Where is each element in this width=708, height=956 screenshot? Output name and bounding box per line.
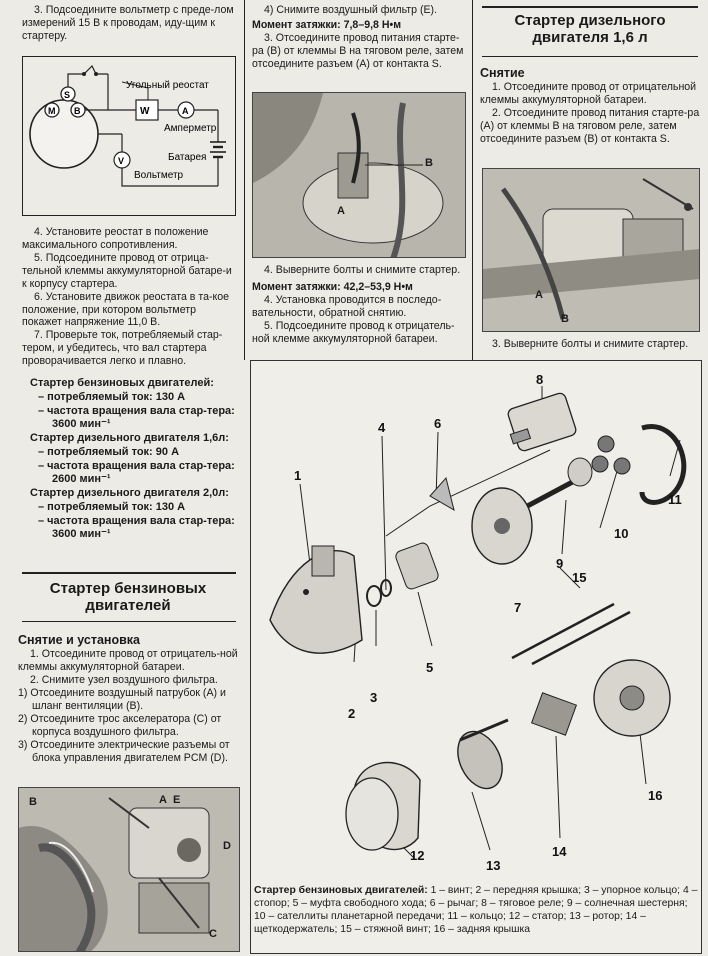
left-column: 3. Подсоедините вольтметр с преде-лом из… (22, 4, 236, 43)
voltmeter-label: Вольтметр (134, 170, 184, 181)
terminal-b-label: B (74, 106, 81, 116)
section-rule-petrol-bottom (22, 621, 236, 622)
voltmeter-v-symbol: V (118, 156, 124, 166)
part-label-13: 13 (486, 858, 500, 873)
spec-diesel16-current: – потребляемый ток: 90 А (38, 445, 180, 458)
diesel-step-2: 2. Отсоедините провод питания старте-ра … (480, 107, 700, 145)
middle-step-5: 5. Подсоедините провод к отрицатель-ной … (252, 319, 455, 345)
spec-petrol-speed: – частота вращения вала стар-тера: 3600 … (38, 404, 235, 431)
part-label-1: 1 (294, 468, 301, 483)
photo-air-filter-label-a: A (159, 794, 167, 806)
diagram-caption-title: Стартер бензиновых двигателей: (254, 885, 428, 896)
section-title-diesel-starter: Стартер дизельного двигателя 1,6 л (514, 12, 666, 47)
middle-step-4-remove-filter: 4) Снимите воздушный фильтр (Е). (264, 4, 438, 16)
middle-column-bottom: 4. Выверните болты и снимите стартер. Мо… (252, 264, 466, 346)
part-label-10: 10 (614, 526, 628, 541)
photo-air-filter-label-e: E (173, 794, 181, 806)
petrol-step-2-2: 2) Отсоедините трос акселератора (С) от … (18, 712, 222, 738)
ammeter-label: Амперметр (164, 123, 217, 134)
section-rule-diesel-bottom (482, 56, 698, 57)
middle-step-4-remove-bolts: 4. Выверните болты и снимите стартер. (264, 264, 461, 276)
part-label-9: 9 (556, 556, 563, 571)
diesel-step-3: 3. Выверните болты и снимите стартер. (492, 338, 689, 350)
column-divider-right (472, 0, 473, 360)
middle-torque-2: Момент затяжки: 42,2–53,9 Н•м (252, 280, 413, 293)
left-step-4: 4. Установите реостат в положение максим… (22, 226, 209, 251)
photo-diesel-label-b: B (561, 313, 569, 325)
left-step-6: 6. Установите движок реостата в та-кое п… (22, 290, 230, 329)
subsection-removal-installation: Снятие и установка (18, 633, 141, 647)
photo-starter-wiring-drawing (253, 93, 465, 257)
petrol-step-2-1: 1) Отсоедините воздушный патрубок (А) и … (18, 687, 226, 712)
photo-air-filter-drawing (19, 788, 239, 951)
spec-petrol-current: – потребляемый ток: 130 А (38, 390, 186, 403)
middle-step-3: 3. Отсоедините провод питания старте-ра … (252, 31, 464, 70)
spec-petrol-title: Стартер бензиновых двигателей: (30, 377, 214, 390)
photo-air-filter-label-b: B (29, 796, 37, 808)
right-column-bottom: 3. Выверните болты и снимите стартер. (480, 338, 700, 351)
part-label-12: 12 (410, 848, 424, 863)
petrol-step-2-3: 3) Отсоедините электрические разъемы от … (18, 738, 230, 764)
part-label-2: 2 (348, 706, 355, 721)
rheostat-label: Угольный реостат (126, 80, 209, 91)
right-column-text: Снятие 1. Отсоедините провод от отрицате… (480, 66, 700, 146)
part-label-11: 11 (668, 492, 682, 507)
voltmeter-circuit-diagram: S M B W Угольный реостат A Амперметр Бат… (22, 56, 236, 216)
part-label-8: 8 (536, 372, 543, 387)
diagram-caption: Стартер бензиновых двигателей: 1 – винт;… (254, 884, 698, 936)
diagram-caption-text: 1 – винт; 2 – передняя крышка; 3 – упорн… (254, 885, 698, 935)
part-label-4: 4 (378, 420, 386, 435)
spec-diesel20-title: Стартер дизельного двигателя 2,0л: (30, 487, 229, 500)
spec-diesel16-speed: – частота вращения вала стар-тера: 2600 … (38, 459, 235, 486)
section-title-petrol-starter: Стартер бензиновых двигателей (49, 580, 207, 615)
spec-diesel16-title: Стартер дизельного двигателя 1,6л: (30, 432, 229, 445)
front-cover-part (269, 545, 363, 654)
photo-diesel-label-a: A (535, 289, 543, 301)
ammeter-a-symbol: A (182, 106, 189, 116)
petrol-step-2: 2. Снимите узел воздушного фильтра. (30, 674, 218, 687)
part-label-7: 7 (514, 600, 521, 615)
photo-starter-wiring: B A (252, 92, 466, 258)
petrol-removal-text: Снятие и установка 1. Отсоедините провод… (18, 633, 240, 765)
column-divider-left (244, 0, 245, 360)
photo-diesel-starter: A B (482, 168, 700, 332)
spec-block: Стартер бензиновых двигателей: – потребл… (22, 377, 236, 542)
subsection-removal: Снятие (480, 66, 525, 80)
left-step-5: 5. Подсоедините провод от отрица-тельной… (22, 251, 232, 290)
solenoid-part (507, 392, 577, 452)
middle-step-4-install: 4. Установка проводится в последо-ватель… (252, 293, 442, 319)
spec-diesel20-current: – потребляемый ток: 130 А (38, 500, 186, 513)
photo-air-filter-label-d: D (223, 840, 231, 852)
photo-diesel-starter-drawing (483, 169, 699, 331)
battery-label: Батарея (168, 152, 206, 163)
terminal-m-label: M (48, 106, 56, 116)
left-column-steps: 4. Установите реостат в положение максим… (22, 226, 236, 542)
part-label-3: 3 (370, 690, 377, 705)
middle-column-top: 4) Снимите воздушный фильтр (Е). Момент … (252, 4, 466, 71)
photo-starter-wiring-label-b: B (425, 157, 433, 169)
part-label-16: 16 (648, 788, 662, 803)
section-rule-diesel (482, 6, 698, 8)
sun-gear-part (518, 457, 593, 513)
part-label-6: 6 (434, 416, 441, 431)
diesel-step-1: 1. Отсоедините провод от отрицательной к… (480, 81, 697, 107)
section-rule-petrol (22, 572, 236, 574)
photo-air-filter: B A E D C (18, 787, 240, 952)
left-step-7: 7. Проверьте ток, потребляемый стар-теро… (22, 329, 223, 368)
petrol-step-1: 1. Отсоедините провод от отрицатель-ной … (18, 648, 238, 674)
middle-torque-1: Момент затяжки: 7,8–9,8 Н•м (252, 18, 402, 31)
exploded-view-starter: 8 4 6 1 11 10 9 15 7 5 3 2 16 14 12 13 (269, 372, 687, 873)
part-label-15: 15 (572, 570, 586, 585)
rheostat-w-symbol: W (140, 106, 150, 117)
left-step-3: 3. Подсоедините вольтметр с преде-лом из… (22, 4, 234, 42)
part-label-14: 14 (552, 844, 567, 859)
photo-starter-wiring-label-a: A (337, 205, 345, 217)
spec-diesel20-speed: – частота вращения вала стар-тера: 3600 … (38, 514, 235, 541)
photo-air-filter-label-c: C (209, 928, 217, 940)
part-label-5: 5 (426, 660, 433, 675)
terminal-s-label: S (64, 90, 70, 100)
